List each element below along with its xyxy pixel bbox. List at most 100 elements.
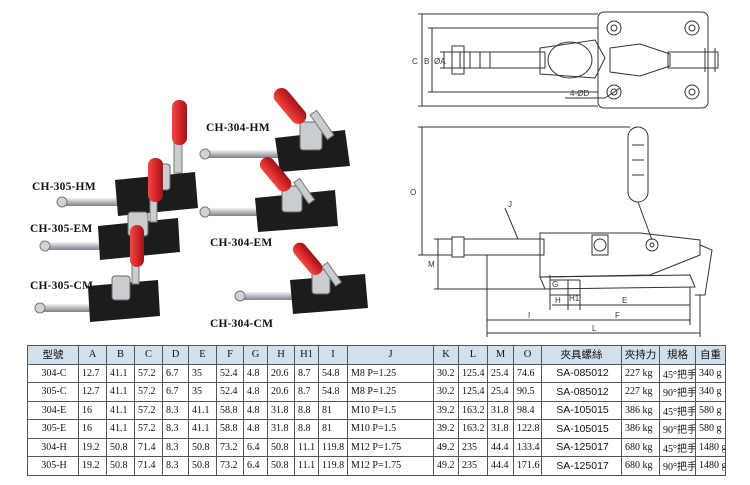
table-cell: 16	[78, 419, 107, 439]
column-header: O	[513, 345, 542, 365]
table-cell: 52.4	[216, 363, 244, 383]
dim-g-label: G	[552, 280, 558, 289]
table-cell: 30.2	[433, 382, 459, 402]
dim-d-label: 4-ØD	[570, 89, 589, 98]
dim-m-label: M	[428, 260, 435, 269]
table-cell: 50.8	[106, 437, 135, 457]
table-cell: 8.3	[162, 400, 189, 420]
table-cell: 580 g	[695, 400, 726, 420]
table-cell: 119.8	[318, 437, 348, 457]
table-cell: 4.8	[243, 382, 268, 402]
table-cell: 4.8	[243, 400, 268, 420]
column-header: L	[458, 345, 488, 365]
table-cell: 49.2	[433, 456, 459, 476]
table-cell: M12 P=1.75	[347, 437, 434, 457]
table-cell: 125.4	[458, 363, 488, 383]
table-cell: 8.7	[294, 382, 319, 402]
table-cell: 50.8	[188, 437, 217, 457]
table-cell: 41.1	[106, 419, 135, 439]
column-header: 型號	[27, 345, 79, 365]
table-cell: 304-E	[27, 400, 79, 420]
table-cell: 163.2	[458, 400, 488, 420]
table-cell: 163.2	[458, 419, 488, 439]
table-cell: M12 P=1.75	[347, 456, 434, 476]
table-cell: 58.8	[216, 419, 244, 439]
clamp-ch-304-em-image	[199, 157, 338, 232]
table-cell: 25.4	[487, 382, 514, 402]
column-header: B	[106, 345, 135, 365]
column-header: J	[347, 345, 434, 365]
table-cell: 41.1	[106, 382, 135, 402]
column-header: 規格	[659, 345, 696, 365]
table-cell: 11.1	[294, 437, 319, 457]
table-cell: 227 kg	[621, 363, 660, 383]
table-cell: 235	[458, 437, 488, 457]
table-cell: 57.2	[134, 419, 163, 439]
table-cell: 6.4	[243, 437, 268, 457]
column-header: A	[78, 345, 107, 365]
table-cell: 304-C	[27, 363, 79, 383]
clamp-ch-304-hm-image	[199, 88, 350, 172]
column-header: 夾具螺絲	[541, 345, 622, 365]
table-cell: 50.8	[106, 456, 135, 476]
table-cell: SA-085012	[541, 382, 622, 402]
table-cell: 58.8	[216, 400, 244, 420]
table-cell: 4.8	[243, 363, 268, 383]
table-cell: 35	[188, 382, 217, 402]
column-header: G	[243, 345, 268, 365]
table-cell: 171.6	[513, 456, 542, 476]
table-cell: 305-E	[27, 419, 79, 439]
table-cell: 680 kg	[621, 437, 660, 457]
table-cell: 227 kg	[621, 382, 660, 402]
table-cell: 57.2	[134, 382, 163, 402]
table-cell: 25.4	[487, 363, 514, 383]
column-header: E	[188, 345, 217, 365]
table-cell: 340 g	[695, 382, 726, 402]
model-label-ch-304-em: CH-304-EM	[210, 237, 273, 249]
table-cell: 6.7	[162, 363, 189, 383]
table-cell: 50.8	[267, 456, 295, 476]
table-cell: 8.7	[294, 363, 319, 383]
model-label-ch-305-em: CH-305-EM	[30, 223, 93, 235]
table-cell: 8.3	[162, 437, 189, 457]
table-cell: 6.4	[243, 456, 268, 476]
model-label-ch-305-hm: CH-305-HM	[32, 181, 96, 193]
table-cell: 580 g	[695, 419, 726, 439]
table-cell: 16	[78, 400, 107, 420]
column-header: H	[267, 345, 295, 365]
table-cell: 41.1	[106, 400, 135, 420]
table-cell: 50.8	[267, 437, 295, 457]
table-cell: 81	[318, 419, 348, 439]
table-cell: 305-H	[27, 456, 79, 476]
table-cell: 44.4	[487, 456, 514, 476]
dim-h1-label: H1	[569, 294, 580, 303]
table-cell: 19.2	[78, 456, 107, 476]
model-label-ch-304-cm: CH-304-CM	[210, 318, 274, 330]
table-cell: M8 P=1.25	[347, 363, 434, 383]
table-cell: 386 kg	[621, 400, 660, 420]
table-cell: SA-105015	[541, 400, 622, 420]
table-cell: 8.8	[294, 419, 319, 439]
table-cell: M10 P=1.5	[347, 400, 434, 420]
table-cell: 125.4	[458, 382, 488, 402]
table-cell: 31.8	[487, 419, 514, 439]
column-header: 夾持力	[621, 345, 660, 365]
table-cell: 31.8	[487, 400, 514, 420]
column-header: 自重	[695, 345, 726, 365]
column-header: F	[216, 345, 244, 365]
dim-b-label: B	[424, 57, 429, 66]
side-view-drawing: O M J G H H1 E I F L	[410, 126, 713, 337]
table-cell: 90.5	[513, 382, 542, 402]
column-header: H1	[294, 345, 319, 365]
table-cell: 19.2	[78, 437, 107, 457]
table-cell: 680 kg	[621, 456, 660, 476]
table-cell: SA-085012	[541, 363, 622, 383]
table-cell: 44.4	[487, 437, 514, 457]
table-cell: 6.7	[162, 382, 189, 402]
table-cell: 71.4	[134, 437, 163, 457]
table-cell: 57.2	[134, 363, 163, 383]
